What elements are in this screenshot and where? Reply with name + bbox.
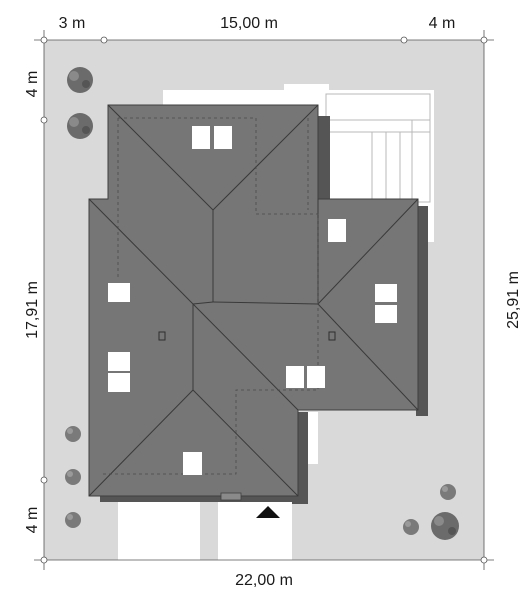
tree-icon <box>65 469 81 485</box>
chimneys <box>158 331 336 341</box>
skylights <box>108 126 397 475</box>
tree-icon <box>440 484 456 500</box>
tree-icon <box>431 512 459 540</box>
dim-left-bottom: 4 m <box>24 507 41 534</box>
trees <box>65 67 459 540</box>
wall-outline <box>100 117 319 475</box>
tree-icon <box>67 67 93 93</box>
dim-left-top: 4 m <box>24 71 41 98</box>
entrance-step <box>220 492 242 501</box>
dim-left-middle: 17,91 m <box>24 281 41 339</box>
entrance-arrow-icon <box>256 506 280 518</box>
dim-right: 25,91 m <box>505 271 522 329</box>
dim-top-center: 15,00 m <box>220 15 278 32</box>
tree-icon <box>65 426 81 442</box>
tree-icon <box>403 519 419 535</box>
dim-top-left: 3 m <box>59 15 86 32</box>
roof-ridges <box>88 104 419 497</box>
dim-bottom: 22,00 m <box>235 572 293 589</box>
tree-icon <box>65 512 81 528</box>
tree-icon <box>67 113 93 139</box>
dim-top-right: 4 m <box>429 15 456 32</box>
dimension-lines <box>34 30 494 570</box>
